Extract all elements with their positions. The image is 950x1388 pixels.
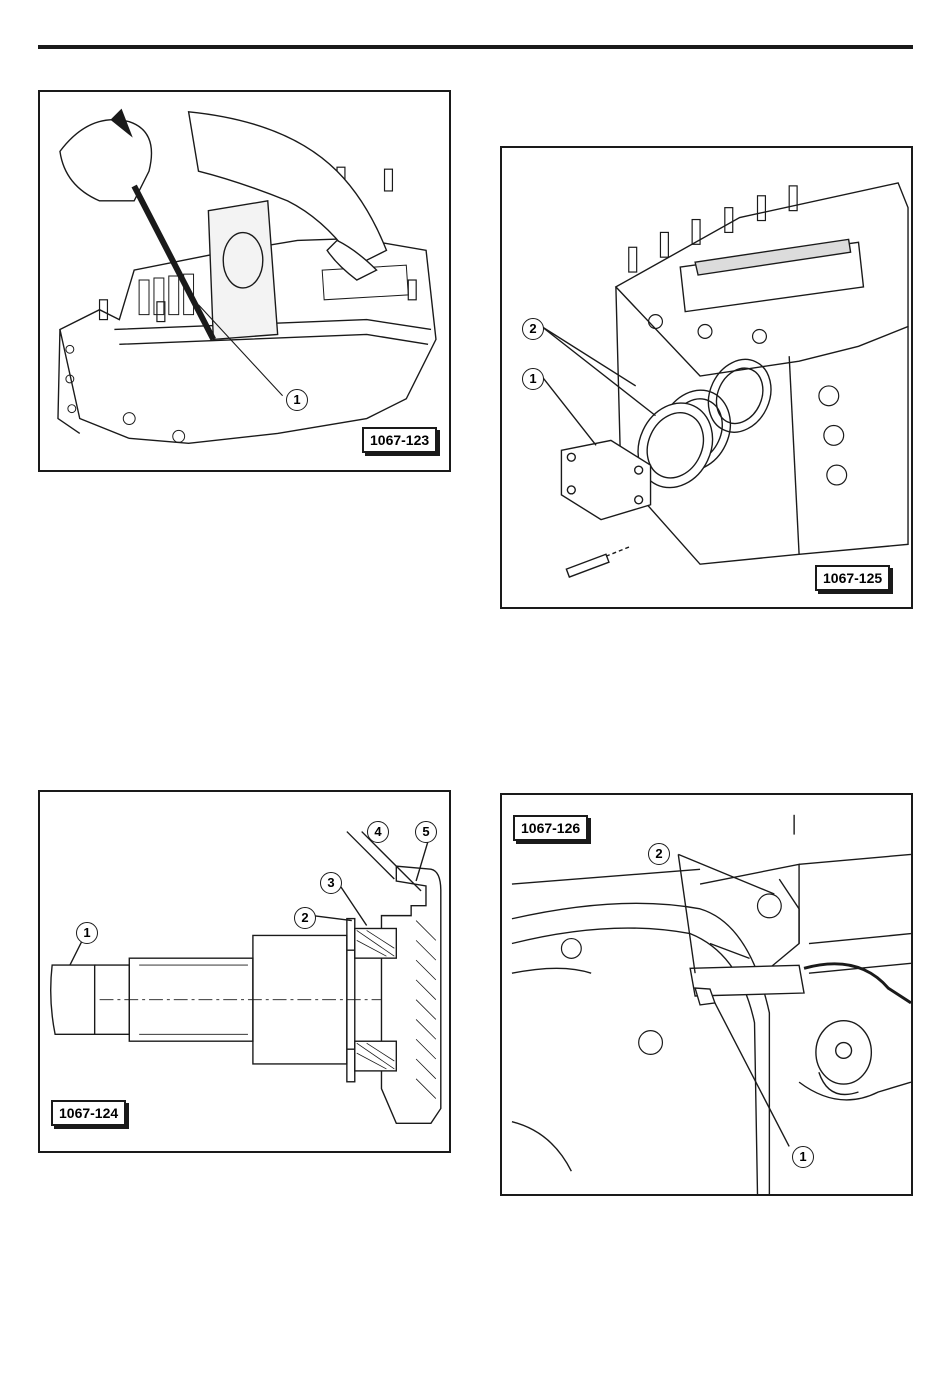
header-rule (38, 45, 913, 49)
figure-id-label: 1067-123 (362, 427, 437, 453)
figure-id-label: 1067-126 (513, 815, 588, 841)
callout-2: 2 (648, 843, 670, 865)
figure-1067-123: 1 1067-123 (38, 90, 451, 472)
figure-id-label: 1067-125 (815, 565, 890, 591)
callout-2: 2 (522, 318, 544, 340)
callout-4: 4 (367, 821, 389, 843)
callout-1: 1 (792, 1146, 814, 1168)
callout-1: 1 (76, 922, 98, 944)
callout-5: 5 (415, 821, 437, 843)
seal-and-cover-assembly-illustration (502, 148, 911, 607)
figure-1067-125: 2 1 1067-125 (500, 146, 913, 609)
callout-3: 3 (320, 872, 342, 894)
callout-1: 1 (522, 368, 544, 390)
gearbox-cover-removal-illustration (40, 92, 449, 470)
sensor-bracket-illustration (502, 795, 911, 1194)
figure-id-label: 1067-124 (51, 1100, 126, 1126)
callout-2: 2 (294, 907, 316, 929)
figure-1067-126: 2 1 1067-126 (500, 793, 913, 1196)
figure-1067-124: 1 2 3 4 5 1067-124 (38, 790, 451, 1153)
callout-1: 1 (286, 389, 308, 411)
shaft-bearing-section-diagram (40, 792, 449, 1151)
